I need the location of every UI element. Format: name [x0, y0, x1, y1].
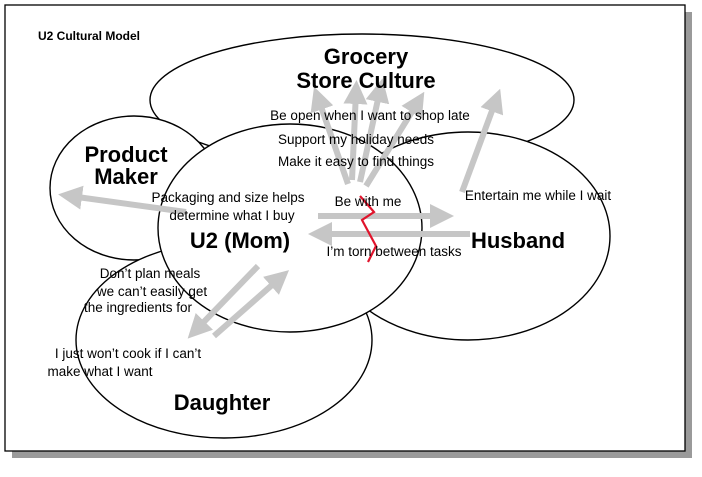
- arrow-to-store-3: [363, 91, 425, 188]
- grocery-label-line1: Grocery: [324, 44, 409, 69]
- product-maker-label-line2: Maker: [94, 164, 158, 189]
- arrow-to-product-maker: [58, 185, 187, 215]
- annotation-packaging-1: Packaging and size helps: [151, 190, 304, 205]
- arrow-to-store-left: [310, 86, 351, 185]
- slide-title: U2 Cultural Model: [38, 29, 140, 43]
- u2-mom-label: U2 (Mom): [190, 228, 290, 253]
- annotation-be-with-me: Be with me: [335, 194, 402, 209]
- grocery-label-line2: Store Culture: [296, 68, 435, 93]
- product-maker-label-line1: Product: [84, 142, 168, 167]
- arrow-husband-to-store: [459, 88, 504, 194]
- annotation-packaging-2: determine what I buy: [169, 208, 295, 223]
- annotation-torn: I’m torn between tasks: [326, 244, 461, 259]
- annotation-plan-1: Don’t plan meals: [100, 266, 201, 281]
- annotation-cook-2: make what I want: [47, 364, 152, 379]
- annotation-entertain: Entertain me while I wait: [465, 188, 612, 203]
- annotation-plan-3: the ingredients for: [84, 300, 193, 315]
- annotation-holiday: Support my holiday needs: [278, 132, 434, 147]
- annotation-find-things: Make it easy to find things: [278, 154, 434, 169]
- annotation-cook-1: I just won’t cook if I can’t: [55, 346, 202, 361]
- arrow-to-store-1: [343, 80, 368, 181]
- daughter-label: Daughter: [174, 390, 271, 415]
- husband-label: Husband: [471, 228, 565, 253]
- annotation-plan-2: we can’t easily get: [96, 284, 208, 299]
- annotation-open-late: Be open when I want to shop late: [270, 108, 470, 123]
- arrow-u2-to-daughter: [187, 263, 261, 339]
- arrow-daughter-to-u2: [212, 270, 290, 339]
- u2-mom-ellipse: [157, 123, 423, 333]
- tension-bolt-icon: [359, 195, 378, 263]
- arrow-to-store-2: [357, 78, 390, 183]
